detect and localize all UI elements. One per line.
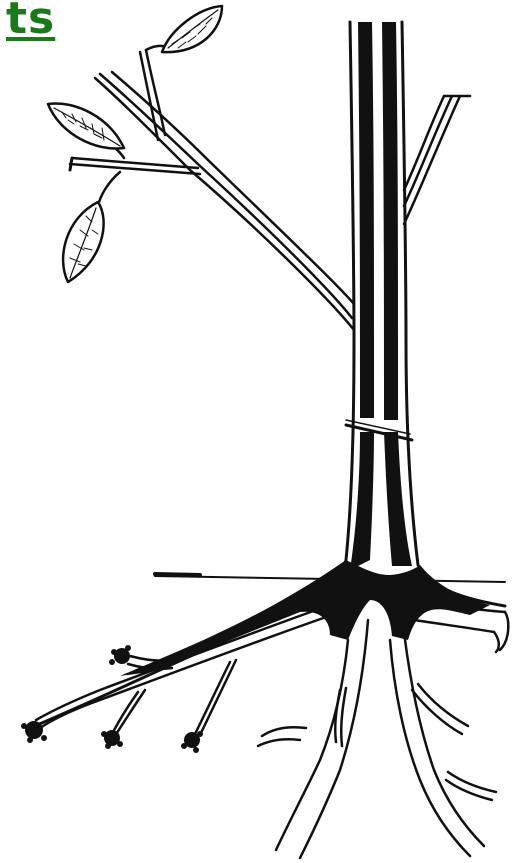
tap-roots bbox=[258, 620, 496, 858]
page-title: ts bbox=[0, 0, 55, 44]
leaf-upper-left bbox=[48, 103, 124, 148]
right-branch bbox=[404, 96, 470, 224]
leaf-lower-left bbox=[63, 202, 104, 282]
leaf-top bbox=[162, 6, 222, 52]
runner-root bbox=[32, 605, 332, 738]
left-branch bbox=[70, 46, 354, 330]
ground-line-shadow bbox=[155, 574, 200, 575]
